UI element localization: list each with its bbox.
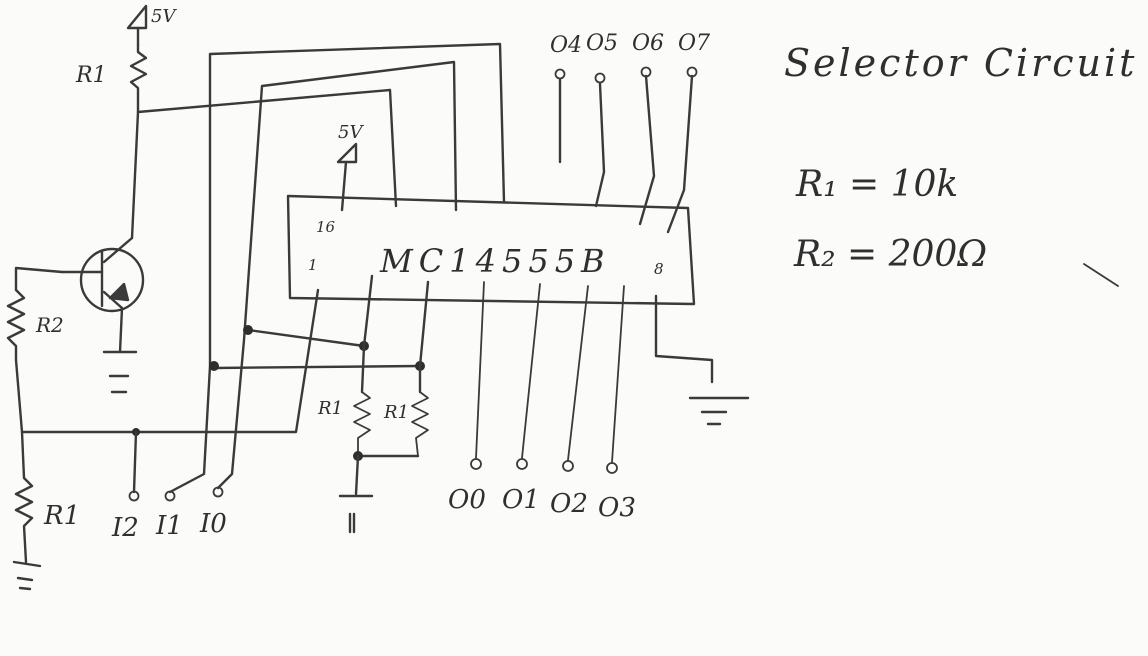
wire-chip-pin-a [360,274,374,394]
resistor-pulldown-a [353,391,371,457]
resistor-pulldown-b-label: R1 [383,402,409,423]
resistor-r2-label: R2 [35,313,64,337]
wire-input-i1 [168,42,506,494]
terminal-i0 [212,486,224,498]
chip-label: MC14555B [379,242,611,280]
resistor-r1-top [129,43,148,114]
supply-5v-chip [336,142,358,212]
label-o4: O4 [550,33,582,58]
resistor-r1-top-label: R1 [75,63,107,88]
wire-output-o2 [567,285,589,461]
terminal-o3 [606,462,618,474]
resistor-r2 [6,288,26,362]
label-o1: O1 [502,485,540,515]
terminal-o6 [640,66,652,78]
terminal-o7 [686,66,698,78]
label-i0: I0 [199,509,227,539]
terminal-o5 [594,72,606,84]
wire-bottom-common [14,288,320,434]
junction-a [243,325,253,335]
transistor-npn [60,236,145,354]
label-o6: O6 [632,31,664,56]
ground-transistor [102,350,138,394]
stray-mark [1083,263,1119,287]
supply-5v-chip-label: 5V [338,122,364,143]
wire-output-o6 [638,74,656,226]
resistor-pulldown-a-label: R1 [317,398,343,419]
title: Selector Circuit [784,41,1137,85]
label-i1: I1 [155,511,183,541]
junction-b [209,361,219,371]
ground-pulldowns [338,454,374,534]
chip-pin8-label: 8 [654,260,664,278]
value-r2: R₂ = 200Ω [793,234,987,275]
label-o7: O7 [678,31,710,56]
wire-output-o7 [666,74,694,234]
wire-collector-down [130,110,140,240]
wire-chip-pin-b [418,280,430,394]
resistor-r1-bottom-label: R1 [43,501,80,531]
wire-input-i2 [132,430,138,494]
wire-output-o1 [521,283,541,459]
wire-output-o3 [611,285,625,463]
supply-5v-top-label: 5V [151,6,177,27]
wire-link-a [246,328,366,348]
label-o2: O2 [550,489,588,519]
terminal-o0 [470,458,482,470]
chip-mc14555b [286,194,696,306]
chip-pin16-label: 16 [316,218,336,236]
resistor-r1-bottom [12,430,42,591]
terminal-i1 [164,490,176,502]
terminal-o1 [516,458,528,470]
label-o5: O5 [586,31,618,56]
wire-base [14,266,64,292]
label-o0: O0 [448,485,486,515]
terminal-i2 [128,490,140,502]
label-i2: I2 [111,513,139,543]
ground-chip [654,294,750,426]
wire-output-o0 [475,281,485,459]
value-r1: R₁ = 10k [795,164,958,205]
wire-input-i0 [216,60,458,490]
wire-output-o5 [594,82,606,208]
resistor-pulldown-b [411,391,429,457]
label-o3: O3 [598,493,636,523]
supply-5v-top [126,4,148,47]
terminal-o2 [562,460,574,472]
terminal-o4 [554,68,566,80]
wire-collector-to-chip [136,88,398,208]
chip-pin1-label: 1 [308,256,318,274]
wire-link-b [212,364,422,370]
